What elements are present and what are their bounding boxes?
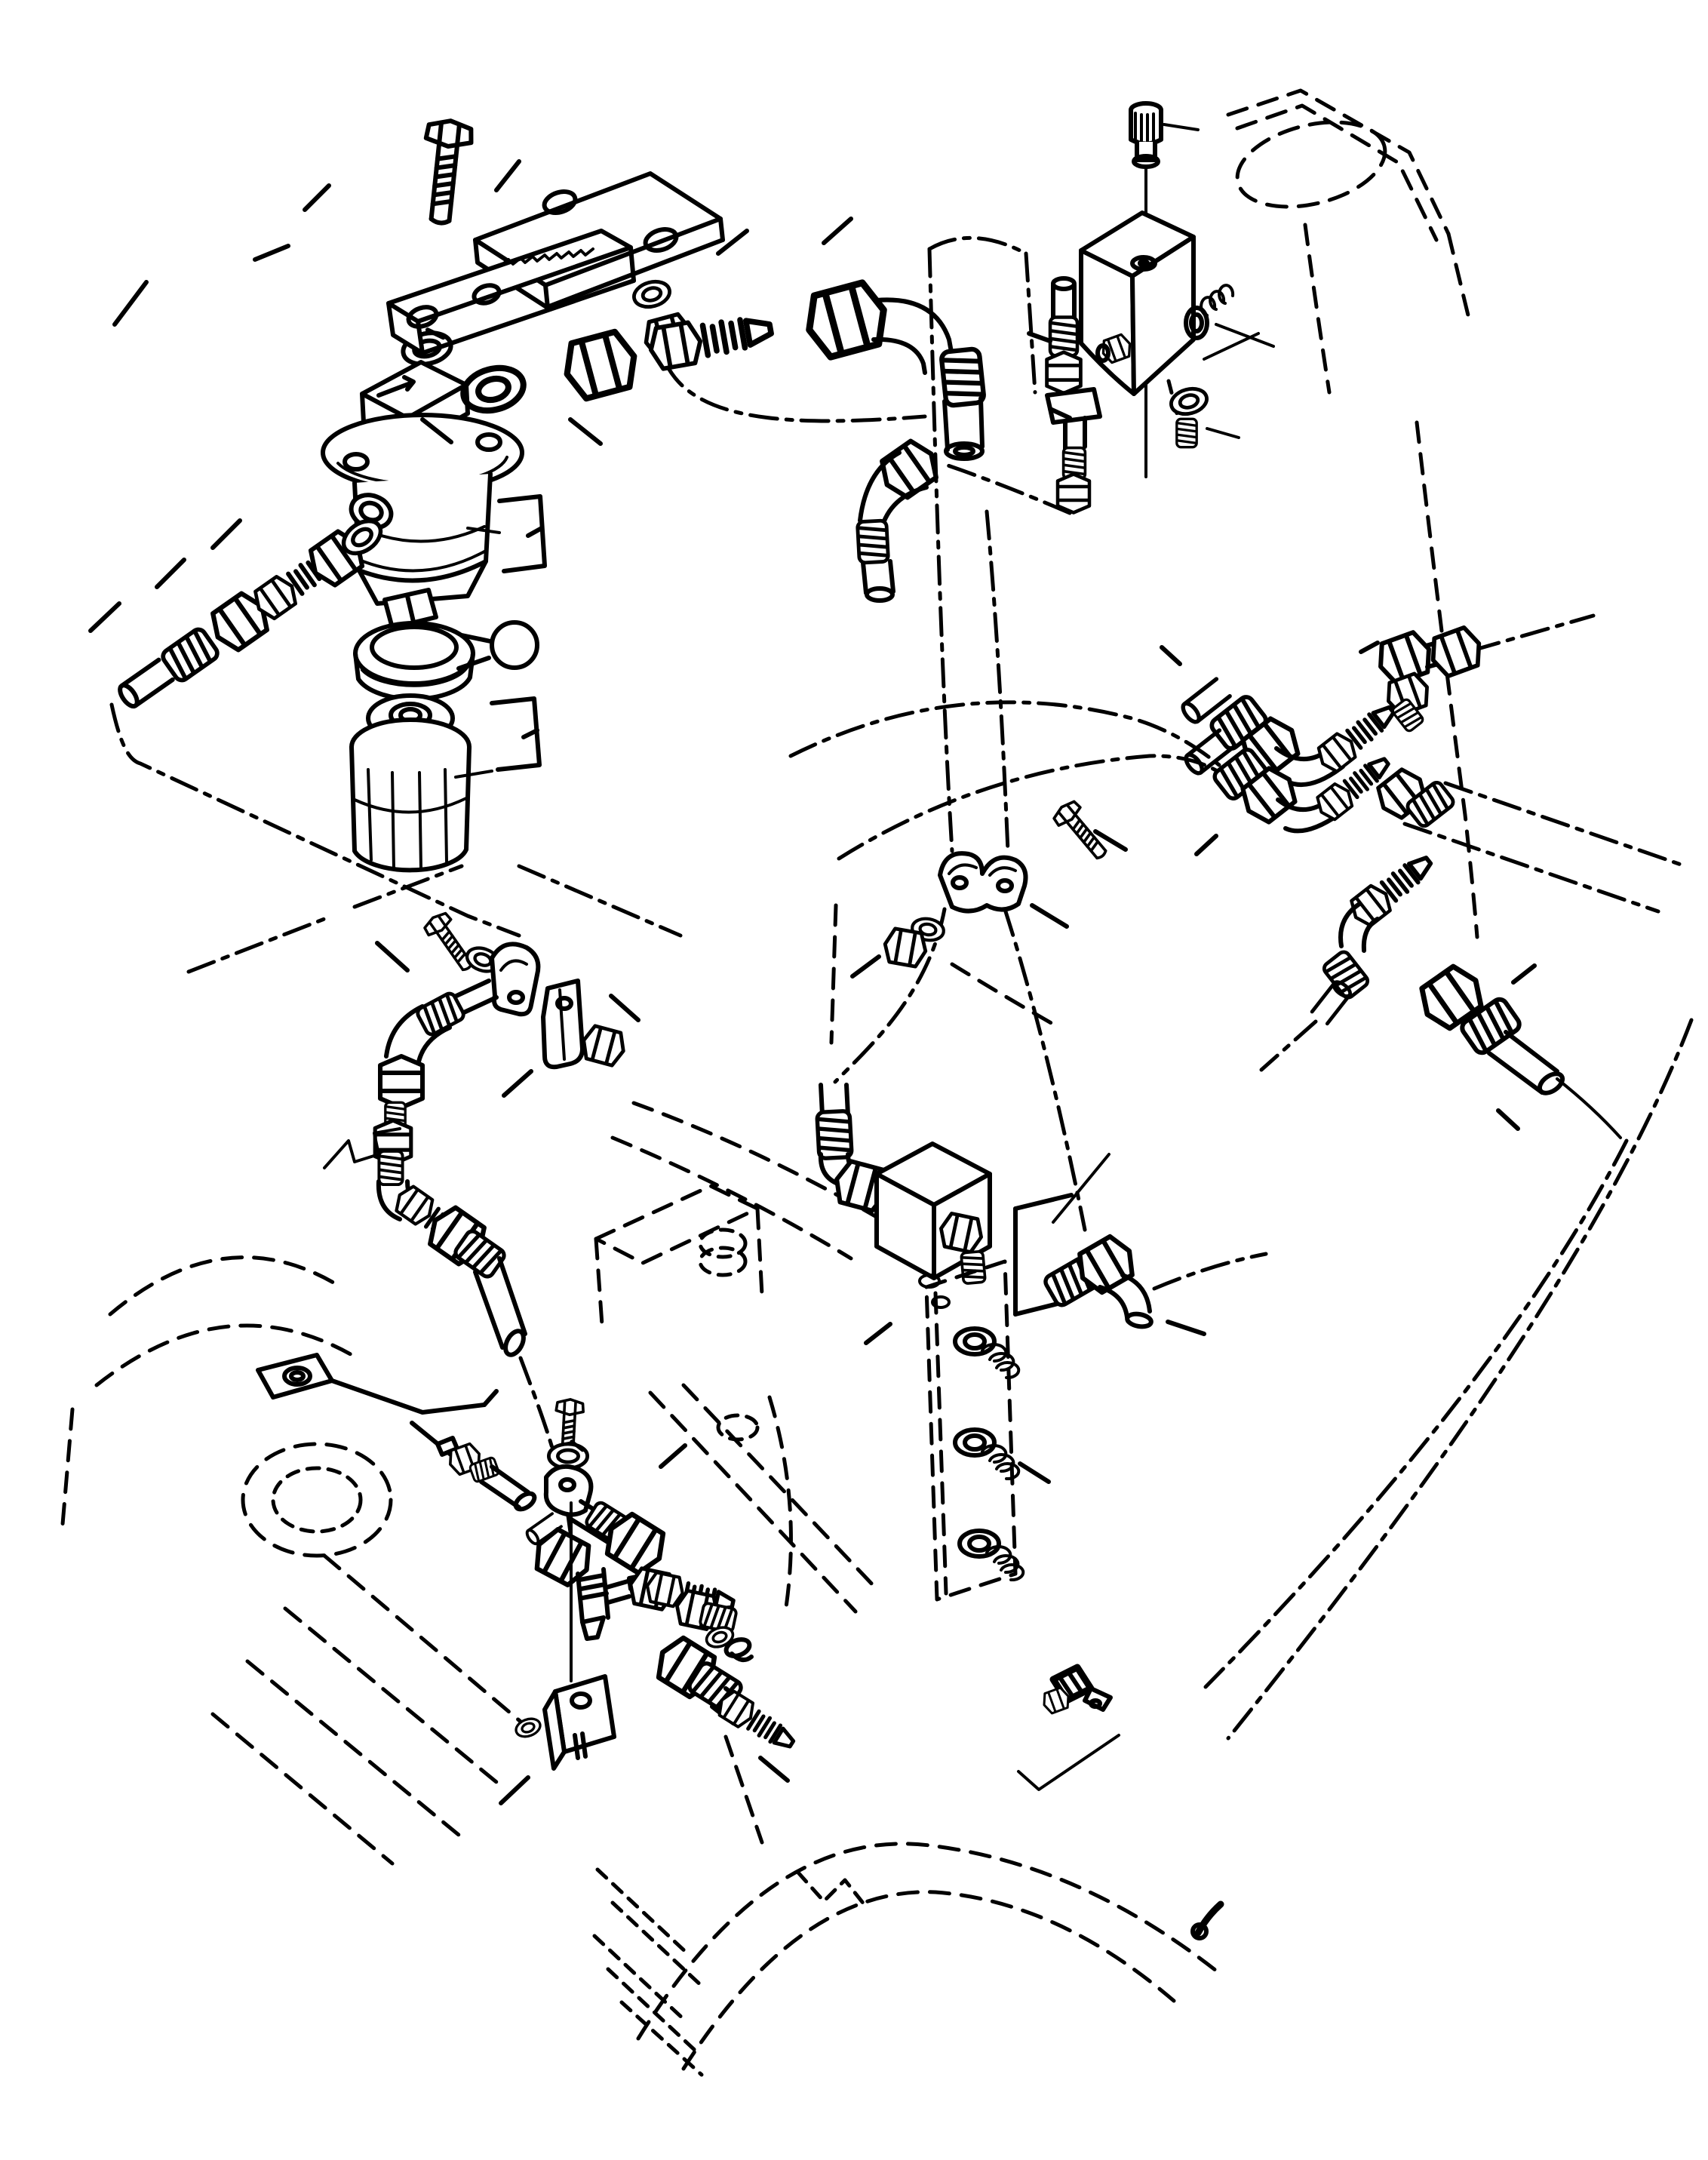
port-nut [560,329,641,402]
frame-edge [323,1127,401,1169]
hose-routing [109,235,1694,1741]
p-clamp-nut [579,1024,628,1067]
pipe-clamp [938,851,1028,914]
elbow-hose-top [801,279,985,461]
filter-element [349,693,472,873]
clamp-bolt [1049,796,1115,867]
saddle-clamp [543,1464,594,1517]
callout-number[interactable]: 33 [499,631,530,662]
drum-outline [592,1842,1224,2077]
cooler-bracket [1013,1153,1111,1317]
hose-train-middle [1183,730,1455,834]
reservoir-plug [1095,331,1135,366]
reservoir-group [857,101,1275,603]
cluster-lock-washer [548,1442,587,1468]
leader-lines [88,159,1537,1805]
pipe-clamp-group [882,796,1115,968]
cooler-inlet-elbow [817,1083,892,1213]
oil-cooler-group [817,1083,1154,1602]
filter-assembly [321,360,547,873]
transmission-housing-outline [788,700,1249,1045]
clamped-pipe-elbow [375,979,527,1357]
elbow-fitting-lower [1259,848,1438,1072]
machine-body-outline [1226,88,1479,939]
right-fitting-cluster [1180,625,1622,1139]
bleed-fitting [1017,1664,1120,1791]
oil-reservoir [1079,210,1275,396]
engine-outline [594,1101,877,1845]
filter-head [321,360,524,630]
part-callout-33[interactable]: 33 [490,620,539,670]
bottom-fitting-cluster [435,1397,799,1771]
oil-cooler-block [874,1141,992,1286]
cooler-plate [918,1259,1023,1602]
grease-fitting [435,1436,501,1484]
filter-mount-group [386,118,985,461]
hose-tip-mark [1194,1900,1224,1937]
clamp-nut [882,927,928,968]
reservoir-elbow-hose [857,435,944,603]
p-clamp [490,942,541,1017]
callout-circle[interactable] [490,620,539,670]
hose-end-bottom [650,1633,799,1756]
flanged-plug [723,1637,754,1663]
nozzle-pipe [479,1464,537,1512]
washer [631,278,673,310]
clamped-hose [567,1501,671,1578]
cooler-outlet-elbow [1043,1232,1154,1329]
mounting-bar [386,229,636,355]
seal-ring [353,621,475,702]
inlet-hose-fittings [117,515,387,709]
axle-outline [60,1255,532,1866]
angle-bracket [542,1674,616,1771]
male-fitting-row [627,1567,739,1634]
bracket-callouts [454,494,547,779]
axle-bracket [256,1353,499,1458]
tee-fitting [1373,625,1485,734]
p-clamp-group [323,908,628,1357]
hose-end-lower-right [1414,960,1622,1139]
mounting-bolt [417,118,473,226]
p-clamp-bracket [541,979,585,1070]
